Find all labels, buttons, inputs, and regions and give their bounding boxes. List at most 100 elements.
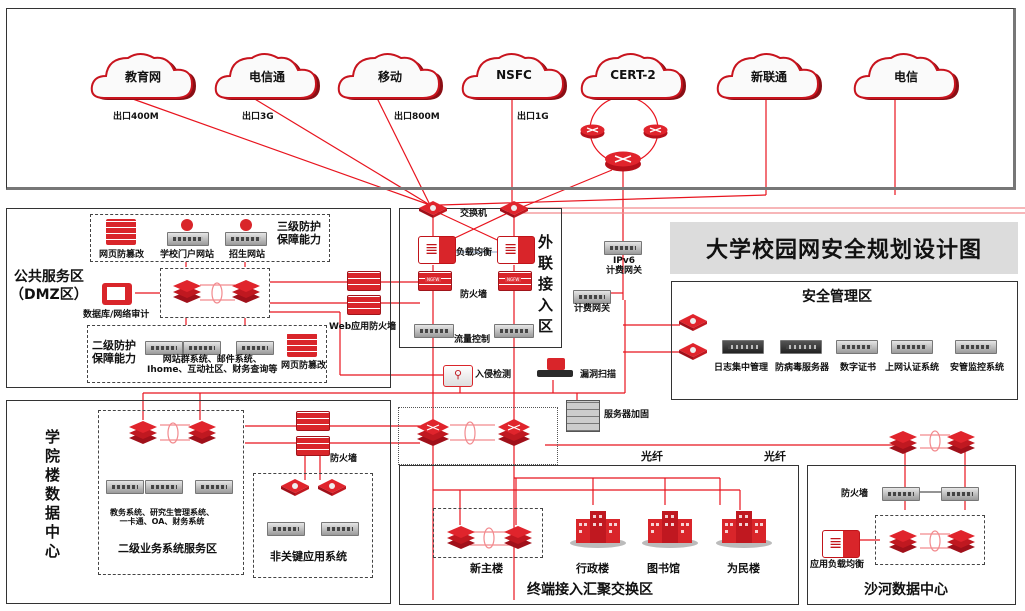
external-access-title: 外联接入区: [538, 233, 554, 335]
shahe-firewall-icon: [882, 487, 920, 501]
dmz-zone: [6, 208, 391, 388]
log-mgmt-icon: [722, 340, 764, 354]
ipv6-gateway-icon: [604, 241, 642, 255]
cloud-icon: [461, 53, 567, 100]
new-main-building-group: [433, 508, 543, 558]
biz-server-icon: [195, 480, 233, 494]
cloud-icon: [580, 53, 686, 100]
admission-label: 招生网站: [229, 250, 266, 260]
server-rack-icon: [566, 400, 600, 432]
billing-gateway-label: 计费网关: [574, 304, 611, 314]
noncritical-group: [253, 473, 373, 578]
fiber-label: 光纤: [764, 450, 786, 463]
ids-label: 入侵检测: [475, 370, 512, 380]
business-zone-group: [98, 410, 244, 575]
shahe-switch-icon: [946, 428, 976, 458]
building-label: 图书馆: [647, 562, 680, 575]
shahe-core-switch-icon: [888, 527, 918, 557]
antivirus-icon: [780, 340, 822, 354]
switch-icon: [317, 478, 347, 496]
cloud-icon: [214, 53, 320, 100]
admission-server-icon: [225, 232, 267, 246]
access-zone-title: 终端接入汇聚交换区: [527, 582, 653, 598]
cloud-2: 移动: [335, 48, 455, 108]
db-audit-label: 数据库/网络审计: [83, 310, 150, 320]
fiber-label: 光纤: [641, 450, 663, 463]
security-mgmt-zone: [671, 281, 1018, 400]
cloud-icon: [90, 53, 196, 100]
page-title: 大学校园网安全规划设计图: [670, 222, 1018, 274]
monitor-system-icon: [955, 340, 997, 354]
cloud-4: CERT-2: [578, 48, 698, 108]
db-audit-icon: [102, 283, 132, 305]
switch-label: 交换机: [460, 209, 488, 219]
load-balancer-label: 负载均衡: [456, 248, 493, 258]
digital-cert-icon: [836, 340, 878, 354]
switch-icon: [499, 200, 529, 218]
router-icon: [580, 124, 605, 139]
ids-icon: ⚲: [443, 365, 473, 387]
app-lb-label: 应用负载均衡: [810, 560, 865, 570]
tamper-proof-icon: [287, 333, 317, 357]
college-dc-title: 学院楼数据中心: [45, 428, 61, 560]
globe-icon: [240, 219, 252, 231]
tamper-proof-label: 网页防篡改: [99, 250, 145, 260]
cloud-icon: [853, 53, 959, 100]
firewall-label: 防火墙: [330, 454, 358, 464]
link-label-ct: 出口3G: [242, 112, 274, 122]
web-server-icon: [236, 341, 274, 355]
router-icon: [604, 150, 642, 172]
web-server-icon: [145, 341, 183, 355]
security-item: 上网认证系统: [885, 363, 940, 373]
shahe-dc-zone: [807, 465, 1016, 605]
cloud-3: NSFC: [459, 48, 579, 108]
mgmt-switch-icon: [678, 342, 708, 360]
portal-server-icon: [167, 232, 209, 246]
external-access-zone: [399, 208, 562, 348]
cloud-label: 新联通: [750, 70, 787, 84]
mgmt-switch-icon: [678, 313, 708, 331]
biz-server-icon: [145, 480, 183, 494]
waf-icon: [347, 295, 381, 315]
router-icon: [643, 124, 668, 139]
cloud-5: 新联通: [714, 48, 834, 108]
cloud-label: 移动: [377, 70, 402, 84]
dmz-switch-icon: [172, 277, 202, 307]
biz-server-icon: [106, 480, 144, 494]
portal-label: 学校门户网站: [160, 250, 215, 260]
cloud-icon: [716, 53, 822, 100]
auth-system-icon: [891, 340, 933, 354]
firewall-icon: NGFW: [418, 271, 452, 291]
security-mgmt-title: 安全管理区: [802, 289, 872, 305]
app-load-balancer-icon: [822, 530, 860, 558]
load-balancer-icon: [418, 236, 456, 264]
internet-zone: [6, 8, 1016, 190]
building-icon: [640, 505, 710, 555]
web-server-icon: [183, 341, 221, 355]
level3-title: 三级防护保障能力: [277, 220, 321, 246]
traffic-control-label: 流量控制: [454, 335, 491, 345]
cloud-1: 电信通: [212, 48, 332, 108]
access-switch-icon: [446, 523, 476, 553]
link-label-nsfc: 出口1G: [517, 112, 549, 122]
level2-title: 二级防护保障能力: [92, 339, 136, 365]
level2-systems: 网站群系统、邮件系统、Ihome、互动社区、财务查询等: [147, 355, 278, 376]
globe-icon: [181, 219, 193, 231]
shahe-title: 沙河数据中心: [864, 582, 948, 598]
dmz-core-group: [160, 268, 270, 318]
load-balancer-icon: [497, 236, 535, 264]
access-zone: [399, 465, 799, 605]
switch-icon: [280, 478, 310, 496]
level3-group: [90, 214, 330, 262]
building-label: 行政楼: [576, 562, 609, 575]
cloud-0: 教育网: [88, 48, 208, 108]
shahe-core-switch-icon: [946, 527, 976, 557]
biz-switch-icon: [128, 418, 158, 448]
cloud-label: CERT-2: [610, 68, 656, 82]
building-icon: [568, 505, 638, 555]
shahe-firewall-icon: [941, 487, 979, 501]
access-switch-icon: [503, 523, 533, 553]
switch-icon: [418, 200, 448, 218]
